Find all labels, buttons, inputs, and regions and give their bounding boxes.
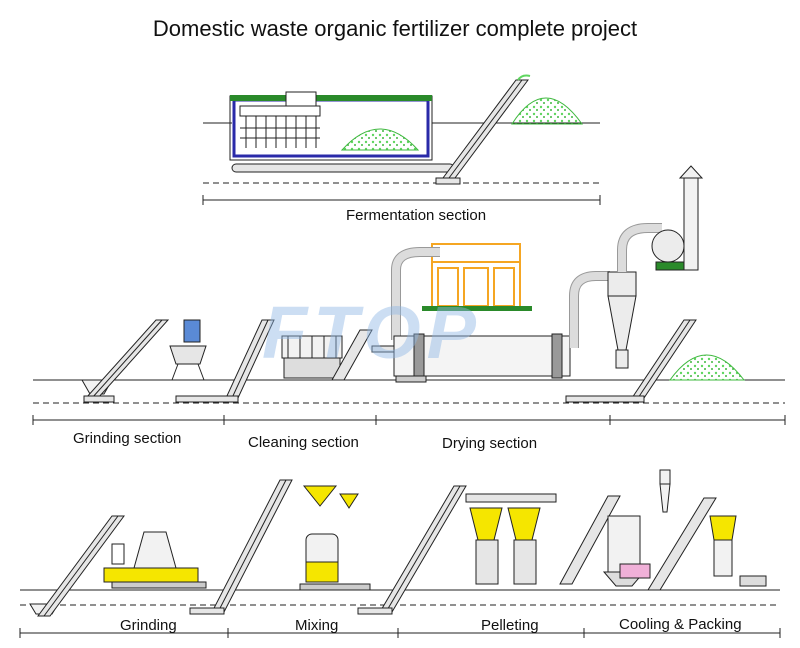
compost-pile [340,128,420,151]
elevator-row3-5 [647,497,717,591]
elevator-cleaning [175,319,275,403]
elevator-row3-3 [357,485,467,615]
fermentation-dimension [202,195,601,205]
fan-pipe-inner [618,224,662,272]
elevator-row3-1 [37,515,125,617]
label-mixing: Mixing [295,617,339,634]
small-cyclone [659,469,671,513]
packing-machine [709,515,767,587]
counterflow-cooler [602,515,646,587]
vertical-crusher [103,531,207,589]
distribution-conveyor [465,493,557,503]
watermark: FTOP [262,291,482,374]
compost-turner [239,91,321,148]
mixer-hoppers [302,485,359,509]
row2-dimension [32,415,786,425]
rotary-dryer [393,333,571,383]
label-drying-section: Drying section [442,435,538,452]
elevator-drying [331,329,373,381]
mixer-machine [299,533,371,591]
label-pelleting: Pelleting [481,617,539,634]
elevator-output [565,319,697,403]
label-grinding-section: Grinding section [73,430,182,447]
label-cleaning-section: Cleaning section [248,434,359,451]
diagram-title: Domestic waste organic fertilizer comple… [152,16,638,41]
elevator-row3-2 [189,479,293,615]
elevator-grinding [83,319,170,403]
crusher-machine [169,319,207,381]
fermentation-tank [229,95,433,161]
pink-screen [619,563,651,579]
output-pile-1 [511,97,583,125]
bottom-conveyor [231,163,455,173]
label-grinding: Grinding [120,617,177,634]
exhaust-pipe-1-inner [392,248,440,340]
cyclone-pipe-inner [570,272,610,348]
furnace-base [422,306,532,311]
pellet-machines [469,507,541,585]
row3-dimension [19,628,781,638]
label-cooling-packing: Cooling & Packing [619,616,742,633]
cyclone-separator [607,271,637,369]
output-pile-2 [669,354,746,381]
induced-fan [651,229,685,271]
row2-ground [33,379,785,404]
label-fermentation-section: Fermentation section [346,207,487,224]
elevator-row3-4 [559,495,621,585]
chimney [678,165,704,271]
fermentation-ground [203,122,600,184]
material-flow [517,74,531,81]
fermentation-elevator [435,79,529,185]
